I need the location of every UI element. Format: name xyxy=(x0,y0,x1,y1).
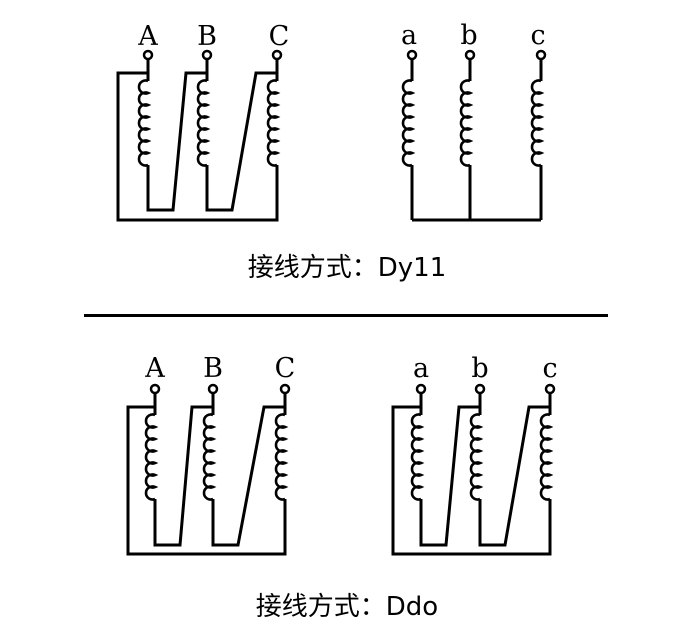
terminal-node-C xyxy=(271,49,283,61)
terminal-node-c xyxy=(544,383,556,395)
phase-B-coil xyxy=(196,79,211,167)
phase-B-coil xyxy=(202,413,217,501)
delta-link-B-to-C xyxy=(205,71,277,212)
phase-a-coil xyxy=(401,79,416,167)
terminal-node-C xyxy=(279,383,291,395)
delta-link-A-to-B xyxy=(146,71,207,212)
terminal-node-B xyxy=(201,49,213,61)
phase-c-coil xyxy=(530,79,545,167)
section-divider xyxy=(84,314,608,317)
terminal-label-a: a xyxy=(401,20,417,51)
phase-C-coil xyxy=(266,79,281,167)
terminal-label-C: C xyxy=(275,353,296,384)
outer-frame-wire xyxy=(391,405,552,556)
terminal-label-a: a xyxy=(413,353,429,384)
terminal-node-b xyxy=(464,49,476,61)
delta-link-b-to-c xyxy=(478,405,550,547)
terminal-label-A: A xyxy=(144,353,165,384)
dy11-caption-label: 接线方式： xyxy=(247,253,378,283)
terminal-node-a xyxy=(415,383,427,395)
terminal-label-B: B xyxy=(203,353,223,384)
phase-A-coil xyxy=(144,413,159,501)
terminal-label-C: C xyxy=(269,21,290,52)
terminal-label-c: c xyxy=(542,353,557,384)
terminal-label-b: b xyxy=(460,20,477,51)
outer-frame-wire xyxy=(126,405,287,556)
terminal-node-B xyxy=(207,383,219,395)
terminal-node-b xyxy=(474,383,486,395)
phase-A-coil xyxy=(137,79,152,167)
outer-frame-wire xyxy=(116,71,279,222)
delta-link-a-to-b xyxy=(419,405,480,547)
phase-c-coil xyxy=(539,413,554,501)
delta-link-A-to-B xyxy=(153,405,213,547)
phase-b-coil xyxy=(459,79,474,167)
terminal-label-A: A xyxy=(137,21,158,52)
dy11-caption-code: Dy11 xyxy=(377,253,447,283)
ddo-caption: 接线方式：Ddo xyxy=(0,590,694,624)
terminal-label-B: B xyxy=(197,21,217,52)
terminal-label-c: c xyxy=(530,20,545,51)
ddo-caption-label: 接线方式： xyxy=(255,592,386,622)
ddo-caption-code: Ddo xyxy=(385,592,439,622)
dy11-primary-delta-winding: A B C xyxy=(116,21,290,222)
ddo-primary-delta-winding: A B C xyxy=(126,353,296,556)
terminal-node-A xyxy=(149,383,161,395)
terminal-node-A xyxy=(142,49,154,61)
dy11-caption: 接线方式：Dy11 xyxy=(0,251,694,285)
phase-b-coil xyxy=(469,413,484,501)
phase-C-coil xyxy=(274,413,289,501)
ddo-secondary-delta-winding: a b c xyxy=(391,353,558,556)
terminal-node-c xyxy=(535,49,547,61)
terminal-label-b: b xyxy=(471,353,488,384)
delta-link-B-to-C xyxy=(211,405,285,547)
dy11-secondary-wye-winding: a b c xyxy=(401,20,547,222)
terminal-node-a xyxy=(406,49,418,61)
phase-a-coil xyxy=(410,413,425,501)
